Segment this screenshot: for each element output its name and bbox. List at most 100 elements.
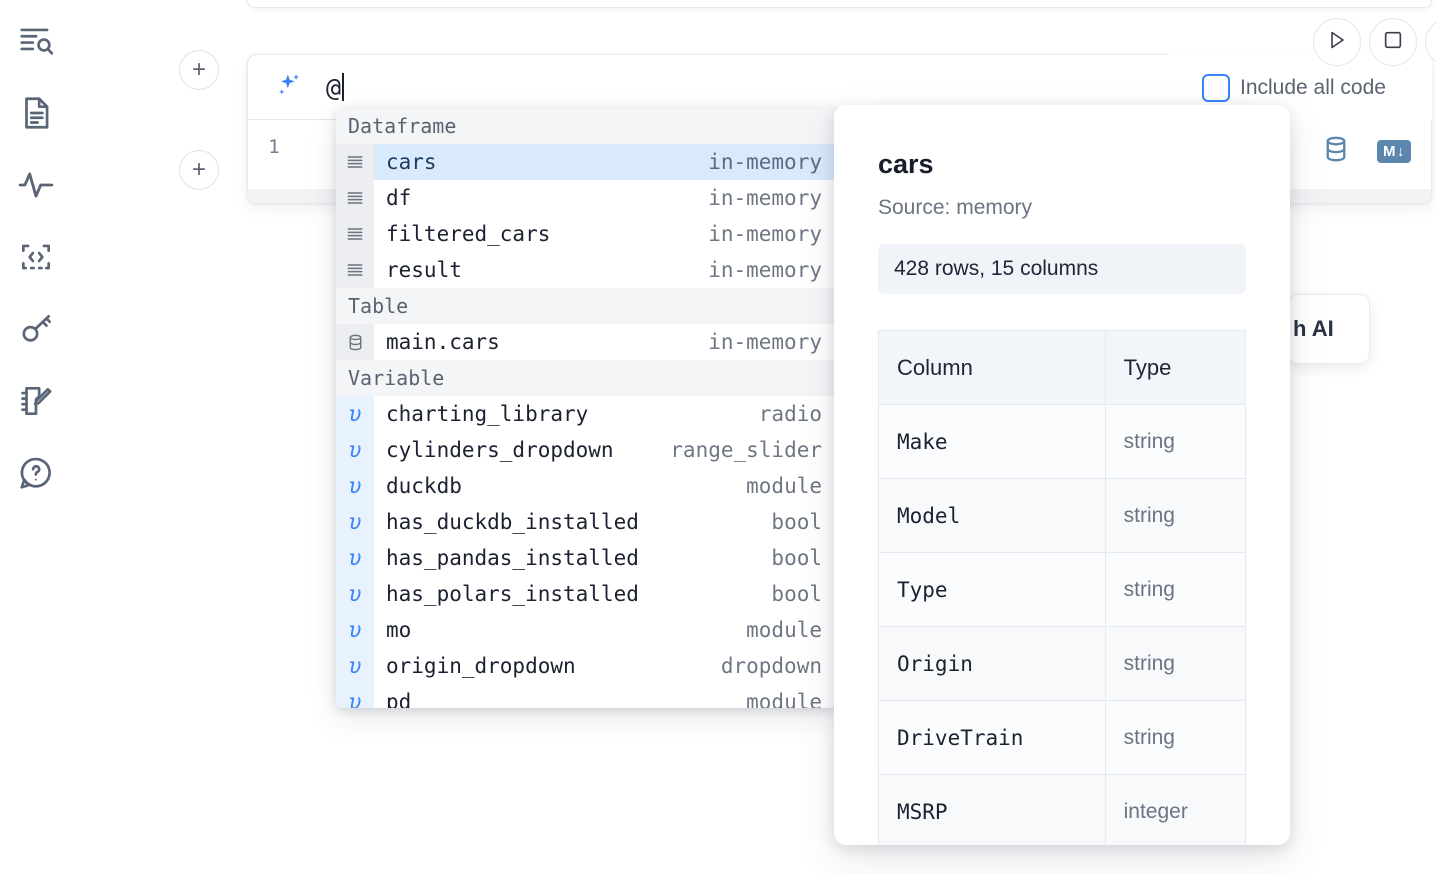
ai-prompt-input[interactable]: @ — [326, 72, 345, 102]
left-icon-rail — [0, 0, 72, 874]
schema-column-name: Type — [878, 552, 1106, 627]
schema-column-type: string — [1104, 404, 1247, 479]
list-lines-icon — [336, 216, 374, 252]
autocomplete-item-type: bool — [771, 582, 822, 606]
document-icon — [17, 94, 55, 132]
upsilon-icon: υ — [336, 576, 374, 612]
upsilon-icon: υ — [336, 432, 374, 468]
rail-item-snippets[interactable] — [14, 232, 58, 282]
autocomplete-group-label: Dataframe — [336, 108, 836, 144]
rail-item-help[interactable] — [14, 448, 58, 498]
notepad-pencil-icon — [17, 382, 55, 420]
autocomplete-item[interactable]: df in-memory — [336, 180, 836, 216]
code-brackets-icon — [17, 238, 55, 276]
database-icon[interactable] — [1321, 134, 1351, 169]
schema-column-name: Make — [878, 404, 1106, 479]
upsilon-icon: υ — [336, 684, 374, 708]
autocomplete-item-name: cylinders_dropdown — [386, 438, 614, 462]
schema-column-type: string — [1104, 626, 1247, 701]
square-icon — [1382, 29, 1404, 56]
autocomplete-item-type: in-memory — [708, 258, 822, 282]
text-caret — [342, 73, 345, 101]
schema-column-type: string — [1104, 552, 1247, 627]
file-search-icon — [17, 22, 55, 60]
schema-column-type: string — [1104, 478, 1247, 553]
ai-prompt-value: @ — [326, 72, 342, 102]
header-type: Type — [1104, 330, 1247, 405]
schema-column-name: Model — [878, 478, 1106, 553]
play-icon — [1325, 28, 1349, 57]
include-all-code-row[interactable]: Include all code — [1202, 74, 1386, 102]
markdown-badge[interactable]: M↓ — [1377, 140, 1411, 163]
upsilon-icon: υ — [336, 540, 374, 576]
run-cell-button[interactable] — [1313, 18, 1361, 66]
autocomplete-item-name: has_duckdb_installed — [386, 510, 639, 534]
autocomplete-item-name: origin_dropdown — [386, 654, 576, 678]
autocomplete-item-type: radio — [758, 402, 822, 426]
stop-cell-button[interactable] — [1369, 18, 1417, 66]
line-number: 1 — [268, 136, 280, 158]
autocomplete-item-type: in-memory — [708, 186, 822, 210]
autocomplete-item-type: module — [746, 474, 822, 498]
autocomplete-item-name: charting_library — [386, 402, 589, 426]
activity-icon — [17, 166, 55, 204]
autocomplete-item-type: module — [746, 690, 822, 708]
autocomplete-item-name: pd — [386, 690, 412, 708]
upsilon-icon: υ — [336, 396, 374, 432]
preview-source: Source: memory — [878, 196, 1033, 219]
schema-column-type: string — [1104, 700, 1247, 775]
more-cell-actions-button[interactable] — [1425, 18, 1436, 66]
include-all-code-checkbox[interactable] — [1202, 74, 1230, 102]
autocomplete-item[interactable]: υ charting_library radio — [336, 396, 836, 432]
rail-item-notebook[interactable] — [14, 88, 58, 138]
autocomplete-item-name: has_pandas_installed — [386, 546, 639, 570]
table-header-row: Column Type — [878, 330, 1247, 405]
list-lines-icon — [336, 180, 374, 216]
markdown-letter: M — [1383, 143, 1396, 160]
generate-with-ai-card[interactable]: h AI — [1288, 294, 1370, 364]
header-column: Column — [878, 330, 1106, 405]
autocomplete-item-name: result — [386, 258, 462, 282]
plus-icon: + — [191, 156, 206, 183]
autocomplete-item-name: df — [386, 186, 412, 210]
autocomplete-item-type: in-memory — [708, 150, 822, 174]
rail-item-explore[interactable] — [14, 16, 58, 66]
rail-item-activity[interactable] — [14, 160, 58, 210]
autocomplete-item[interactable]: result in-memory — [336, 252, 836, 288]
plus-icon: + — [191, 56, 206, 83]
run-controls — [1313, 18, 1436, 66]
key-icon — [17, 310, 55, 348]
autocomplete-item-type: dropdown — [720, 654, 822, 678]
rail-item-secrets[interactable] — [14, 304, 58, 354]
autocomplete-item-name: mo — [386, 618, 412, 642]
autocomplete-item-name: filtered_cars — [386, 222, 551, 246]
autocomplete-item-type: bool — [771, 510, 822, 534]
autocomplete-item-type: module — [746, 618, 822, 642]
database-icon — [336, 324, 374, 360]
previous-cell-card — [247, 0, 1432, 8]
add-cell-button-below[interactable]: + — [179, 150, 219, 190]
include-all-code-label: Include all code — [1240, 76, 1386, 99]
autocomplete-group-label: Variable — [336, 360, 836, 396]
dataframe-preview-panel: cars Source: memory 428 rows, 15 columns… — [834, 105, 1290, 845]
autocomplete-group-label: Table — [336, 288, 836, 324]
add-cell-button-above[interactable]: + — [179, 50, 219, 90]
rail-item-scratchpad[interactable] — [14, 376, 58, 426]
